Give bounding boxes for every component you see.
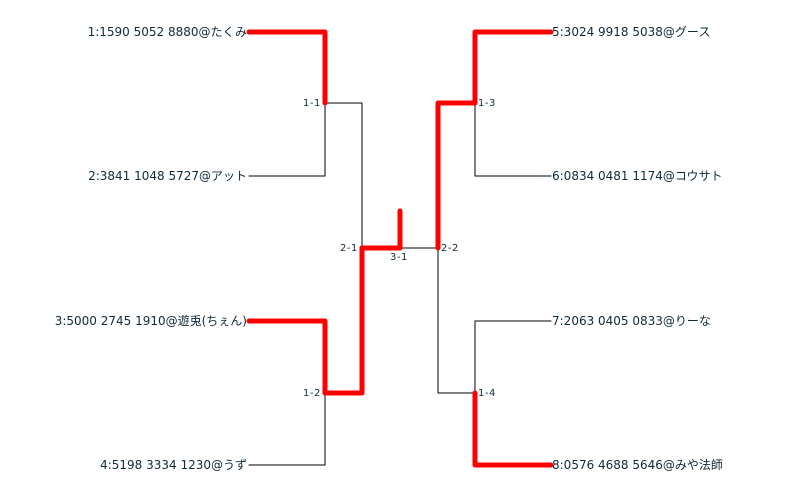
- line-player-1: [246, 29, 328, 106]
- line-player-4: [248, 392, 326, 466]
- player-7-label[interactable]: 7:2063 0405 0833@りーな: [552, 314, 711, 328]
- line-player-2: [248, 102, 326, 177]
- player-5-label[interactable]: 5:3024 9918 5038@グース: [552, 25, 711, 39]
- line-match-1-4: [437, 247, 476, 394]
- line-player-8: [472, 390, 554, 468]
- line-match-1-1: [324, 102, 363, 249]
- match-label-2-2: 2-2: [441, 243, 459, 254]
- line-player-6: [474, 102, 552, 177]
- match-label-2-1: 2-1: [340, 243, 358, 254]
- line-match-1-2: [322, 245, 365, 396]
- match-label-3-1: 3-1: [390, 252, 408, 263]
- player-1-label[interactable]: 1:1590 5052 8880@たくみ: [87, 25, 247, 39]
- line-final-winner: [359, 208, 403, 251]
- line-player-3: [246, 318, 328, 396]
- player-2-label[interactable]: 2:3841 1048 5727@アット: [88, 169, 247, 183]
- player-4-label[interactable]: 4:5198 3334 1230@うず: [100, 458, 247, 472]
- bracket-lines-normal: [248, 102, 552, 466]
- player-6-label[interactable]: 6:0834 0481 1174@コウサト: [552, 169, 723, 183]
- line-match-1-3: [435, 100, 478, 251]
- player-3-label[interactable]: 3:5000 2745 1910@遊兎(ちぇん): [54, 314, 247, 328]
- match-label-1-4: 1-4: [478, 388, 496, 399]
- line-player-7: [474, 320, 552, 394]
- match-label-1-1: 1-1: [303, 98, 321, 109]
- line-player-5: [472, 29, 554, 106]
- match-label-1-2: 1-2: [303, 388, 321, 399]
- bracket-lines-winner: [246, 29, 554, 468]
- match-label-1-3: 1-3: [478, 98, 496, 109]
- player-8-label[interactable]: 8:0576 4688 5646@みや法師: [552, 458, 723, 472]
